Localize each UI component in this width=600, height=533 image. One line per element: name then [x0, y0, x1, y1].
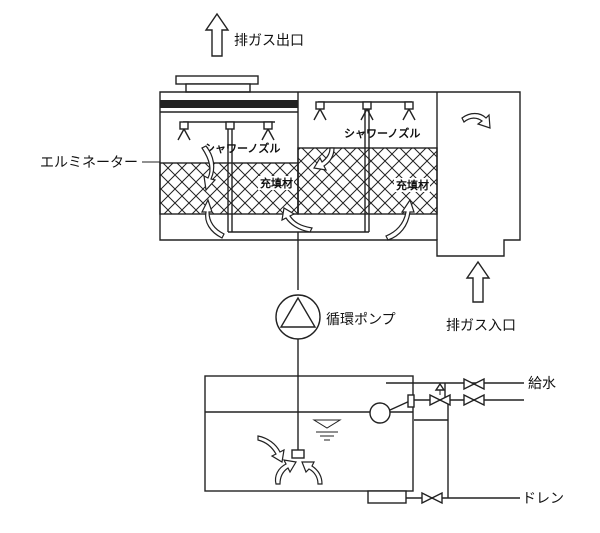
tank-flow-arrows — [257, 435, 323, 485]
exhaust-inlet-label: 排ガス入口 — [446, 318, 516, 334]
outlet-flange — [175, 75, 259, 93]
eliminator-label: エルミネーター — [40, 155, 138, 171]
water-tank — [204, 375, 414, 492]
packing-left-label: 充填材 — [260, 176, 293, 190]
exhaust-outlet-arrow — [204, 12, 230, 57]
circulation-pump — [275, 294, 321, 340]
exhaust-inlet-arrow — [465, 260, 491, 303]
exhaust-outlet-label: 排ガス出口 — [234, 33, 304, 49]
circulation-pump-label: 循環ポンプ — [326, 312, 396, 328]
shower-nozzles-left — [177, 121, 275, 141]
float-valve — [369, 394, 415, 424]
water-supply-piping — [386, 377, 524, 498]
water-supply-label: 給水 — [528, 376, 556, 392]
shower-nozzle-label-right: シャワーノズル — [344, 126, 420, 140]
packing-right-label: 充填材 — [396, 178, 429, 192]
shower-nozzles-right — [313, 101, 416, 121]
shower-nozzle-label-left: シャワーノズル — [204, 141, 280, 155]
drain-label: ドレン — [522, 491, 564, 507]
gas-flow-arrows — [201, 112, 491, 241]
eliminator-block — [160, 100, 298, 113]
drain-piping — [367, 490, 520, 505]
